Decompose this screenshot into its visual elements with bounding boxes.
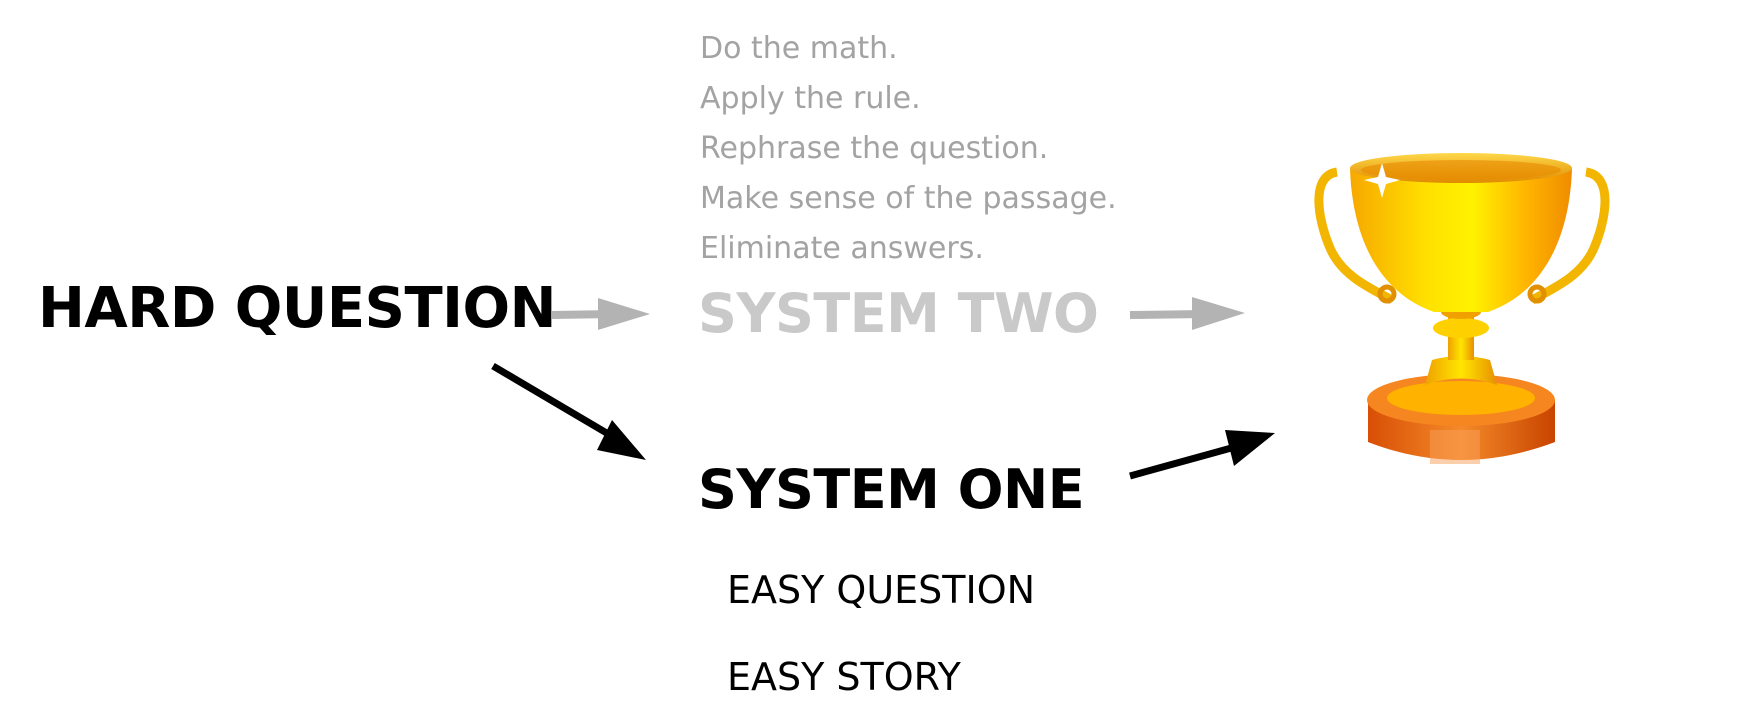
easy-story-label: EASY STORY <box>727 655 961 699</box>
step-item: Rephrase the question. <box>700 131 1049 166</box>
faded-arrow-to-trophy <box>1129 297 1245 330</box>
step-item: Do the math. <box>700 31 898 66</box>
step-item: Make sense of the passage. <box>700 181 1117 216</box>
step-item: Eliminate answers. <box>700 231 984 266</box>
arrow-to-system-one <box>491 362 646 460</box>
hard-question-label: HARD QUESTION <box>38 276 556 341</box>
easy-question-label: EASY QUESTION <box>727 568 1036 612</box>
system-one-label: SYSTEM ONE <box>698 458 1085 521</box>
step-item: Apply the rule. <box>700 81 921 116</box>
system-two-step-list: Do the math. Apply the rule. Rephrase th… <box>700 24 1117 274</box>
arrow-from-system-one <box>1129 430 1275 480</box>
system-two-label: SYSTEM TWO <box>698 282 1099 345</box>
trophy-icon <box>1314 153 1610 464</box>
faded-arrow-to-system-two <box>551 298 650 330</box>
sparkle-icon <box>1364 163 1400 198</box>
